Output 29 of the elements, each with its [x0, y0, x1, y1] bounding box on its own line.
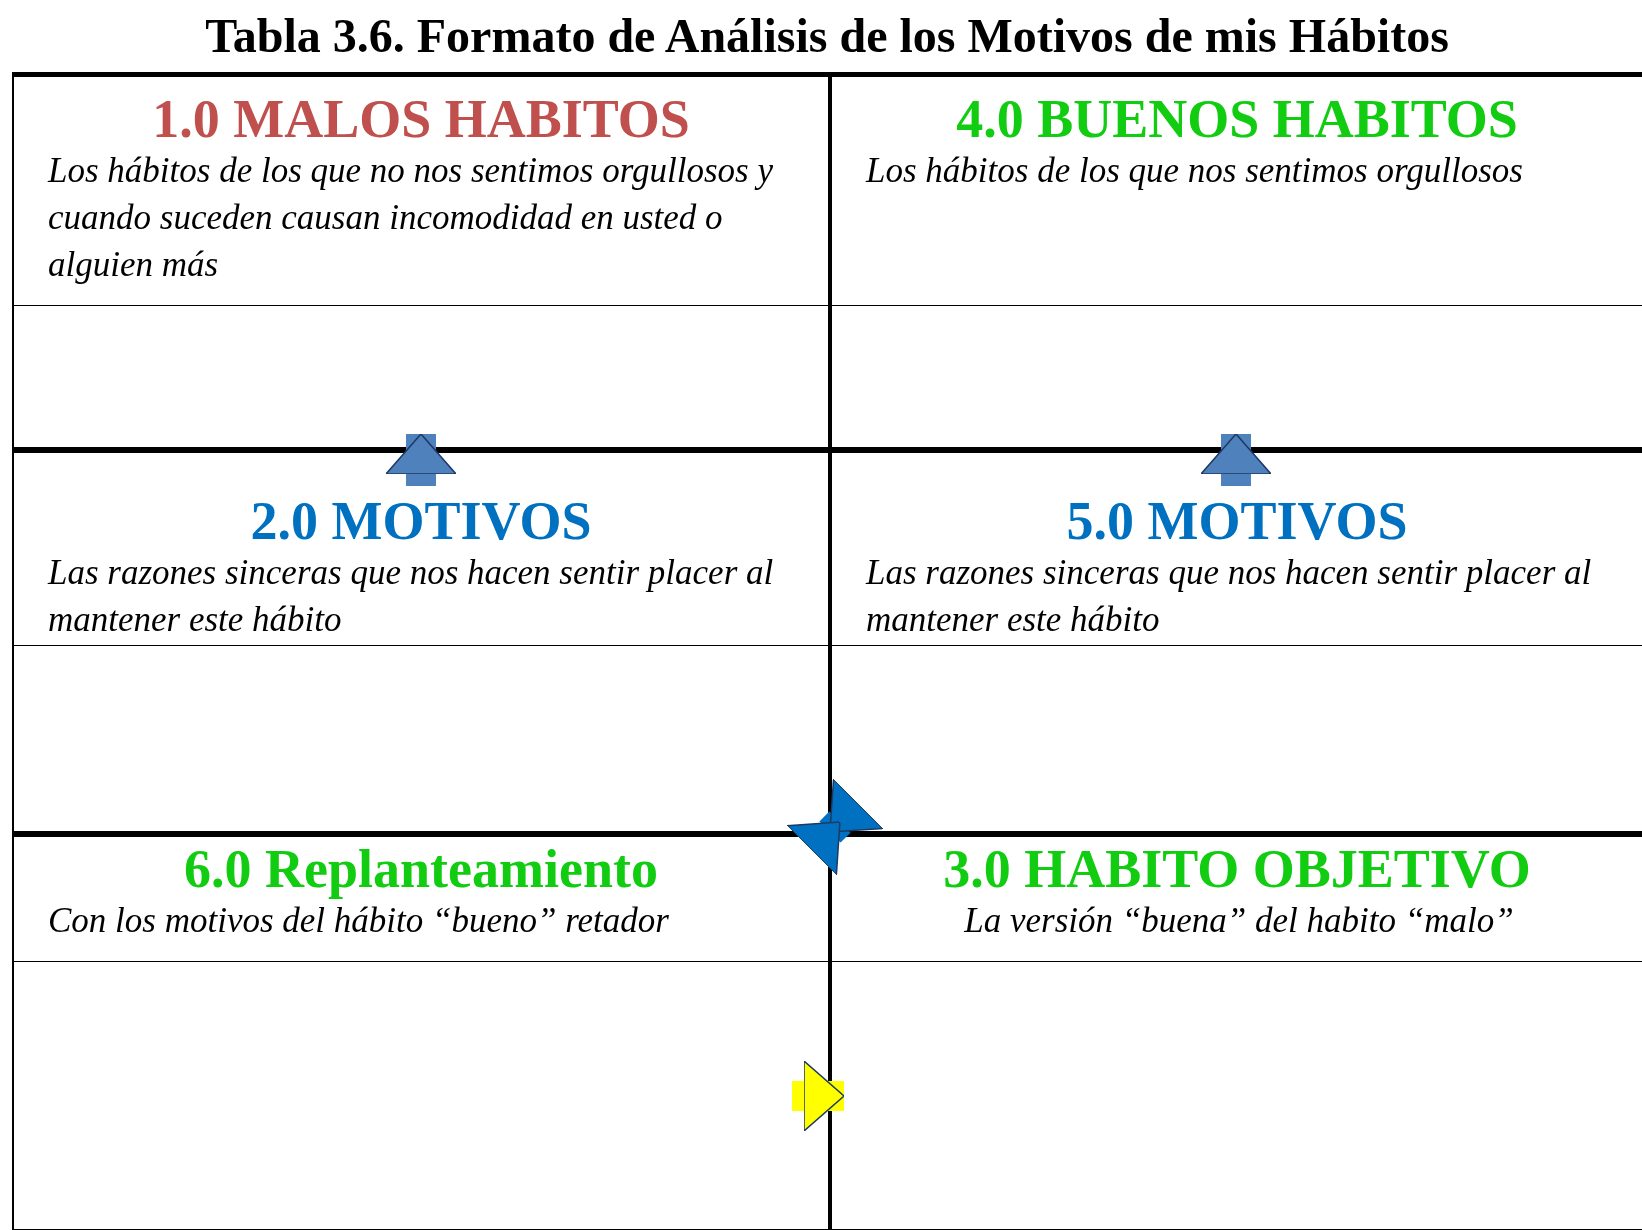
section-heading: 3.0 HABITO OBJETIVO	[942, 841, 1532, 897]
header-panel	[830, 448, 1642, 646]
header-panel	[12, 448, 830, 646]
answer-box	[830, 962, 1642, 1230]
section-heading: 4.0 BUENOS HABITOS	[955, 91, 1519, 147]
header-panel	[12, 832, 830, 962]
description-text: Los hábitos de los que nos sentimos orgullosos	[864, 150, 1524, 192]
answer-box	[12, 306, 830, 448]
block-arrow	[385, 433, 457, 486]
answer-box	[830, 646, 1642, 832]
answer-box	[12, 962, 830, 1230]
section-heading: 6.0 Replanteamiento	[183, 841, 659, 897]
section-heading: 2.0 MOTIVOS	[249, 493, 593, 549]
section-heading: 1.0 MALOS HABITOS	[151, 91, 691, 147]
description-text: Los hábitos de los que no nos sentimos orgullosos y cuando suceden causan incomodidad en usted o alguien más	[46, 150, 774, 286]
header-panel	[830, 72, 1642, 306]
answer-box	[830, 306, 1642, 448]
table-title: Tabla 3.6. Formato de Análisis de los Motivos de mis Hábitos	[204, 8, 1450, 64]
header-panel	[830, 832, 1642, 962]
answer-box	[12, 646, 830, 832]
description-text: Con los motivos del hábito “bueno” retador	[47, 900, 670, 942]
header-panel	[12, 72, 830, 306]
block-arrow	[1200, 433, 1272, 486]
description-text: La versión “buena” del habito “malo”	[963, 900, 1515, 942]
double-block-arrow	[786, 778, 884, 876]
description-text: Las razones sinceras que nos hacen sentir placer al mantener este hábito	[864, 552, 1593, 641]
section-heading: 5.0 MOTIVOS	[1065, 493, 1409, 549]
block-arrow	[792, 1060, 845, 1132]
description-text: Las razones sinceras que nos hacen sentir placer al mantener este hábito	[46, 552, 775, 641]
